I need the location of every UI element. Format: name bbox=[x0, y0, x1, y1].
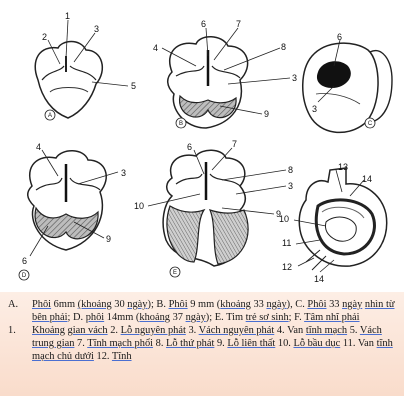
caption-segment: ; F. bbox=[289, 312, 304, 323]
caption-numbers-marker: 1. bbox=[8, 324, 32, 363]
panel-b-label-7: 7 bbox=[236, 19, 241, 29]
panel-e-label-3: 3 bbox=[288, 181, 293, 191]
caption-segment: 4. Van bbox=[274, 325, 306, 336]
caption-segment: 6mm bbox=[51, 299, 78, 310]
caption-segment: 8. bbox=[153, 338, 166, 349]
caption-segment: 11. Van bbox=[340, 338, 376, 349]
panel-f-label-13: 13 bbox=[338, 162, 348, 172]
caption-panels-marker: A. bbox=[8, 298, 32, 324]
caption-segment: gian vách bbox=[68, 325, 108, 336]
caption-segment: Khoảng bbox=[32, 325, 65, 336]
caption-segment: 30 bbox=[112, 299, 128, 310]
panel-c: 6 3 C bbox=[303, 32, 392, 132]
caption-segment: ngày bbox=[186, 312, 206, 323]
caption-segment: Tim bbox=[226, 312, 243, 323]
panel-a-label-1: 1 bbox=[65, 11, 70, 21]
caption-segment: Tĩnh bbox=[112, 351, 132, 362]
panel-c-label-6: 6 bbox=[337, 32, 342, 42]
panel-b-label-8: 8 bbox=[281, 42, 286, 52]
caption-segment: khoảng bbox=[139, 312, 170, 323]
panel-b-label-4: 4 bbox=[153, 43, 158, 53]
caption-segment: ; D. bbox=[68, 312, 86, 323]
panel-d: 4 3 6 9 D bbox=[19, 142, 126, 280]
caption-segment: ngày bbox=[342, 299, 362, 310]
panel-f-label-14-bottom: 14 bbox=[314, 274, 324, 284]
panel-a-circle-label: A bbox=[48, 113, 52, 119]
caption-segment: Lỗ nguyên phát bbox=[121, 325, 186, 336]
caption-segment: 3. bbox=[186, 325, 199, 336]
caption-segment: Vách nguyên phát bbox=[199, 325, 275, 336]
caption-segment: 12. bbox=[94, 351, 112, 362]
caption-segment: ngày bbox=[127, 299, 147, 310]
panel-d-label-3: 3 bbox=[121, 168, 126, 178]
panel-e-label-8: 8 bbox=[288, 165, 293, 175]
panel-f-label-12: 12 bbox=[282, 262, 292, 272]
panel-c-circle-label: C bbox=[368, 121, 373, 127]
panel-a-label-5: 5 bbox=[131, 81, 136, 91]
caption-segment: ); E. bbox=[206, 312, 226, 323]
panel-d-label-4: 4 bbox=[36, 142, 41, 152]
caption-segment: Lỗ liên thất bbox=[227, 338, 275, 349]
caption-segment: Tĩnh mạch phổi bbox=[87, 338, 153, 349]
panel-b-label-3: 3 bbox=[292, 73, 297, 83]
caption-segment: ngày bbox=[266, 299, 286, 310]
caption-segment: 2. bbox=[108, 325, 121, 336]
panel-d-label-9: 9 bbox=[106, 234, 111, 244]
caption-panels-text: Phôi 6mm (khoảng 30 ngày); B. Phôi 9 mm … bbox=[32, 298, 396, 324]
panel-f-label-14-top: 14 bbox=[362, 174, 372, 184]
panel-e: 6 7 8 10 3 9 E bbox=[134, 139, 293, 277]
panel-d-circle-label: D bbox=[22, 273, 27, 279]
caption-segment: tĩnh mạch bbox=[306, 325, 347, 336]
panel-b-circle-label: B bbox=[179, 121, 183, 127]
caption-segment: Phôi bbox=[169, 299, 188, 310]
panel-b: 6 7 4 8 3 9 B bbox=[153, 19, 297, 128]
caption-panels-line: A. Phôi 6mm (khoảng 30 ngày); B. Phôi 9 … bbox=[8, 298, 396, 324]
panel-a: 1 2 3 5 A bbox=[35, 11, 136, 120]
panel-b-label-9: 9 bbox=[264, 109, 269, 119]
caption-segment: (khoảng bbox=[78, 299, 112, 310]
figure-caption: A. Phôi 6mm (khoảng 30 ngày); B. Phôi 9 … bbox=[0, 292, 404, 396]
panel-f-label-10: 10 bbox=[279, 214, 289, 224]
caption-segment: ), C. bbox=[287, 299, 308, 310]
caption-segment: Phôi bbox=[32, 299, 51, 310]
panel-c-label-3: 3 bbox=[312, 104, 317, 114]
caption-segment: 33 bbox=[251, 299, 267, 310]
caption-segment: Phôi bbox=[307, 299, 326, 310]
panel-d-label-6: 6 bbox=[22, 256, 27, 266]
caption-segment: ); B. bbox=[147, 299, 168, 310]
caption-segment: 14mm ( bbox=[104, 312, 139, 323]
caption-segment: 5. bbox=[347, 325, 360, 336]
caption-segment: 33 bbox=[326, 299, 342, 310]
caption-segment: trẻ sơ sinh bbox=[246, 312, 289, 323]
caption-segment: 9 mm ( bbox=[188, 299, 221, 310]
panel-e-circle-label: E bbox=[173, 270, 177, 276]
caption-segment: 7. bbox=[74, 338, 87, 349]
panel-b-label-6: 6 bbox=[201, 19, 206, 29]
caption-segment: Lỗ bầu dục bbox=[293, 338, 340, 349]
panel-a-label-2: 2 bbox=[42, 32, 47, 42]
caption-segment: 37 bbox=[170, 312, 186, 323]
caption-segment: Lỗ thứ phát bbox=[166, 338, 214, 349]
panel-e-label-10: 10 bbox=[134, 201, 144, 211]
caption-segment: 9. bbox=[214, 338, 227, 349]
heart-development-figure: 1 2 3 5 A 6 7 4 8 3 9 B 6 3 C bbox=[0, 0, 404, 290]
panel-e-label-7: 7 bbox=[232, 139, 237, 149]
panel-f-label-11: 11 bbox=[282, 238, 291, 248]
caption-segment: 10. bbox=[275, 338, 293, 349]
caption-numbers-line: 1. Khoảng gian vách 2. Lỗ nguyên phát 3.… bbox=[8, 324, 396, 363]
caption-segment: Tâm nhĩ phải bbox=[304, 312, 359, 323]
panel-e-label-6: 6 bbox=[187, 142, 192, 152]
caption-segment: khoảng bbox=[220, 299, 251, 310]
caption-segment: phôi bbox=[86, 312, 104, 323]
panel-a-label-3: 3 bbox=[94, 24, 99, 34]
panel-f: 13 14 10 11 12 14 bbox=[279, 162, 387, 284]
caption-numbers-text: Khoảng gian vách 2. Lỗ nguyên phát 3. Vá… bbox=[32, 324, 396, 363]
